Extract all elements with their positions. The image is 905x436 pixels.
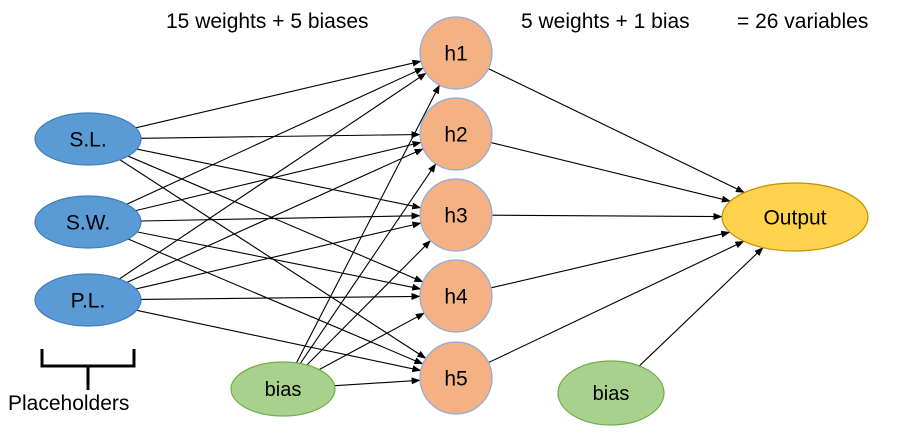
hidden-node-h2[interactable]: h2 (419, 97, 493, 171)
bias-node-bias2[interactable]: bias (557, 360, 665, 426)
edge-bias1-to-h2 (299, 163, 437, 364)
edge-h3-to-output (491, 213, 723, 221)
edge-bias1-to-h1 (295, 84, 441, 364)
hidden-node-label-h1: h1 (444, 43, 467, 66)
nodes-group: S.L. S.W. P.L. h1 h2 h3 h4 h5 bias bias Output (34, 16, 869, 426)
input-node-shape-sl (34, 112, 142, 166)
input-node-shape-pl (34, 273, 142, 327)
edge-sw-to-h3 (140, 212, 421, 222)
hidden-node-label-h5: h5 (444, 368, 467, 391)
edge-h5-to-output (488, 240, 745, 364)
edge-sl-to-h1 (135, 59, 422, 129)
input-node-label-sw: S.W. (66, 212, 110, 235)
edge-sw-to-h5 (127, 238, 424, 365)
hidden-node-label-h4: h4 (444, 286, 468, 309)
edge-bias2-to-output (638, 247, 764, 367)
placeholders-label: Placeholders (8, 392, 130, 415)
edges-group (118, 59, 764, 387)
total-param-count: = 26 variables (737, 10, 869, 33)
edge-bias1-to-h4 (318, 312, 425, 371)
bias-node-label-bias2: bias (593, 383, 630, 405)
output-node-output[interactable]: Output (721, 182, 869, 252)
hidden-node-label-h3: h3 (444, 205, 467, 228)
input-node-label-pl: P.L. (71, 290, 106, 313)
bias-node-shape-bias1 (230, 361, 336, 417)
bias-node-shape-bias2 (557, 360, 665, 426)
output-node-label-output: Output (763, 207, 826, 230)
edge-sw-to-h2 (135, 140, 422, 212)
edge-h4-to-output (490, 230, 731, 289)
edge-sl-to-h3 (136, 148, 422, 210)
edge-pl-to-h5 (136, 309, 422, 373)
bias-node-label-bias1: bias (265, 379, 302, 401)
hidden-node-label-h2: h2 (444, 124, 467, 147)
edge-pl-to-h2 (126, 148, 424, 283)
edge-bias1-to-h3 (306, 240, 432, 366)
input-node-pl[interactable]: P.L. (34, 273, 142, 327)
hidden-node-h5[interactable]: h5 (419, 341, 493, 415)
edge-sw-to-h4 (136, 231, 422, 291)
bias-node-bias1[interactable]: bias (230, 361, 336, 417)
edge-sl-to-h2 (140, 131, 421, 139)
edge-h1-to-output (488, 68, 745, 194)
hidden-node-shape-h1 (419, 16, 493, 90)
hidden-node-h1[interactable]: h1 (419, 16, 493, 90)
output-node-shape-output (721, 182, 869, 252)
hidden-node-shape-h4 (419, 259, 493, 333)
hidden-node-h4[interactable]: h4 (419, 259, 493, 333)
edge-pl-to-h1 (118, 72, 427, 280)
edge-h2-to-output (490, 142, 731, 203)
edge-bias1-to-h5 (334, 377, 421, 387)
input-node-sw[interactable]: S.W. (34, 195, 142, 249)
hidden-node-shape-h5 (419, 341, 493, 415)
edge-sw-to-h1 (126, 67, 424, 205)
hidden-node-h3[interactable]: h3 (419, 178, 493, 252)
hidden-layer-param-count: 15 weights + 5 biases (166, 10, 369, 33)
edge-pl-to-h4 (140, 292, 421, 300)
output-layer-param-count: 5 weights + 1 bias (521, 10, 690, 33)
input-node-label-sl: S.L. (69, 129, 106, 152)
hidden-node-shape-h3 (419, 178, 493, 252)
hidden-node-shape-h2 (419, 97, 493, 171)
edge-pl-to-h3 (135, 221, 422, 290)
input-node-shape-sw (34, 195, 142, 249)
input-node-sl[interactable]: S.L. (34, 112, 142, 166)
placeholders-brace (40, 349, 136, 390)
